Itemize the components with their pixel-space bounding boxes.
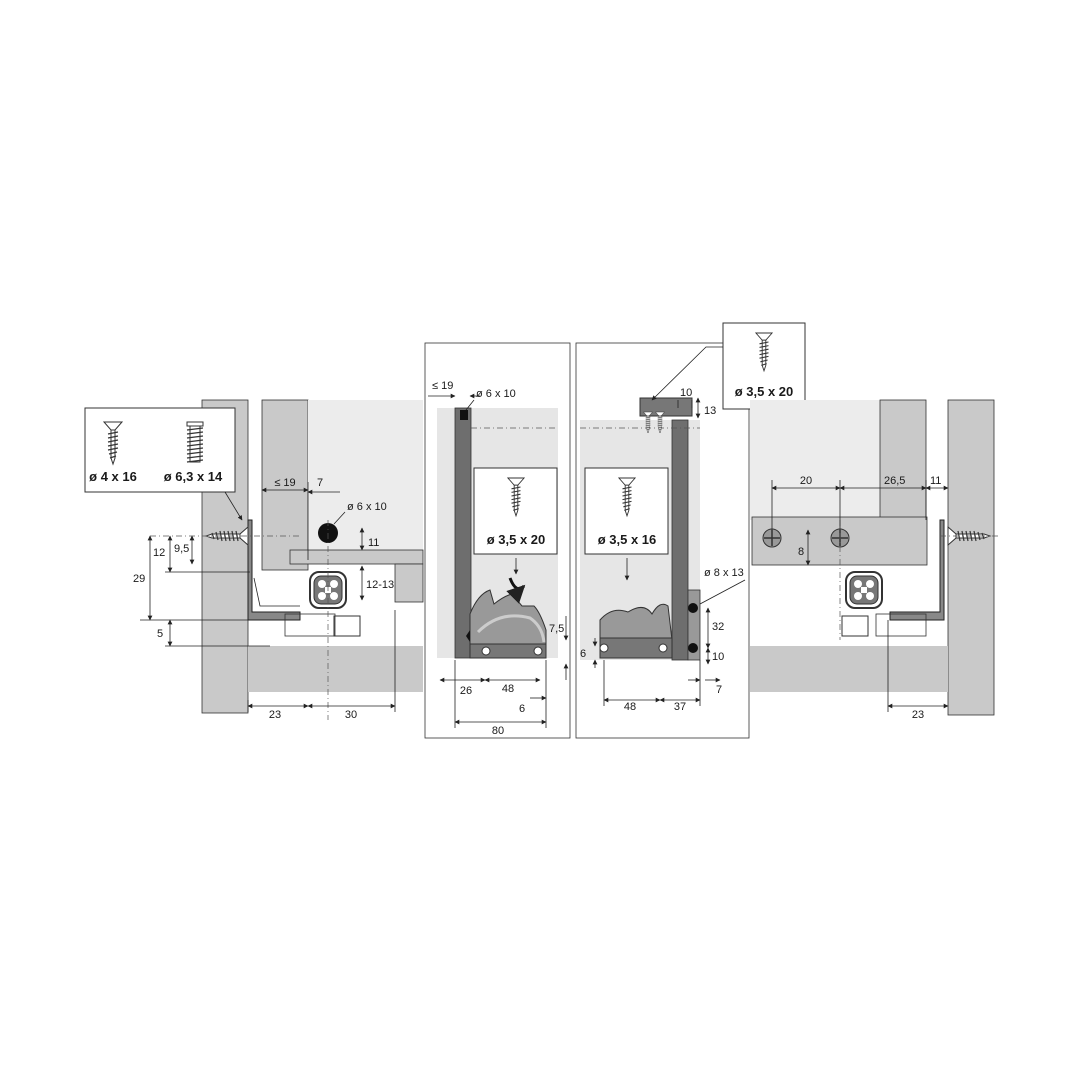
dim-dowel-8x13: ø 8 x 13 (704, 567, 744, 579)
dim-23: 23 (912, 709, 924, 721)
dim-23: 23 (269, 709, 281, 721)
runner-profile-icon (845, 571, 883, 609)
dim-80: 80 (492, 725, 504, 737)
drawer-bottom (289, 549, 424, 565)
runner-clip (841, 615, 869, 637)
dim-30: 30 (345, 709, 357, 721)
screw-label-3-5x20: ø 3,5 x 20 (735, 384, 794, 399)
drawer-interior (750, 400, 880, 520)
rear-hook-device (599, 603, 673, 641)
dim-11: 11 (368, 537, 379, 549)
runner-bracket (889, 519, 945, 621)
dim-11: 11 (930, 475, 941, 487)
drawer-back-edge (671, 419, 689, 661)
dim-20: 20 (800, 475, 812, 487)
screw-label-4x16: ø 4 x 16 (89, 469, 137, 484)
dim-5: 5 (157, 628, 163, 640)
drawer-side-panel (261, 399, 309, 571)
dim-29: 29 (133, 573, 145, 585)
cabinet-bottom (248, 646, 423, 692)
left-view: ø 4 x 16 ø 6,3 x 14 ≤ 19 7 ø 6 x 10 11 1… (84, 399, 424, 721)
dim-12-13: 12-13 (366, 579, 394, 591)
dim-13: 13 (704, 405, 716, 417)
dim-le19: ≤ 19 (432, 380, 453, 392)
dim-9-5: 9,5 (174, 543, 189, 555)
cabinet-side-panel (947, 399, 995, 716)
dim-6: 6 (580, 648, 586, 660)
dim-12: 12 (153, 547, 165, 559)
dim-37: 37 (674, 701, 686, 713)
dim-dowel-6x10: ø 6 x 10 (347, 501, 387, 513)
dim-26: 26 (460, 685, 472, 697)
dim-le19: ≤ 19 (274, 477, 295, 489)
screw-label-6-3x14: ø 6,3 x 14 (164, 469, 223, 484)
runner-clip (333, 615, 361, 637)
center-right-view: ø 3,5 x 20 ø 3,5 x 16 10 13 ø 8 x 13 32 … (575, 322, 806, 739)
dim-48: 48 (624, 701, 636, 713)
dim-32: 32 (712, 621, 724, 633)
dim-7-5: 7,5 (549, 623, 564, 635)
screw-label-3-5x20: ø 3,5 x 20 (487, 532, 546, 547)
screw-label-3-5x16: ø 3,5 x 16 (598, 532, 657, 547)
dim-48: 48 (502, 683, 514, 695)
dowel-dot-icon (688, 603, 698, 613)
drawer-side-panel (879, 399, 927, 521)
drawer-back-panel (394, 563, 424, 603)
dim-dowel-6x10: ø 6 x 10 (476, 388, 516, 400)
drawer-front-edge (454, 407, 472, 659)
dim-10: 10 (712, 651, 724, 663)
dim-8: 8 (798, 546, 804, 558)
center-left-view: ø 3,5 x 20 ≤ 19 ø 6 x 10 7,5 26 48 6 80 (424, 342, 571, 739)
dowel-dot-icon (688, 643, 698, 653)
dim-7: 7 (716, 684, 722, 696)
cabinet-bottom (750, 646, 948, 692)
dim-6: 6 (519, 703, 525, 715)
dim-10-top: 10 (680, 387, 692, 399)
dim-26-5: 26,5 (884, 475, 905, 487)
dim-7: 7 (317, 477, 323, 489)
right-view: 20 26,5 11 8 23 (750, 399, 1000, 721)
